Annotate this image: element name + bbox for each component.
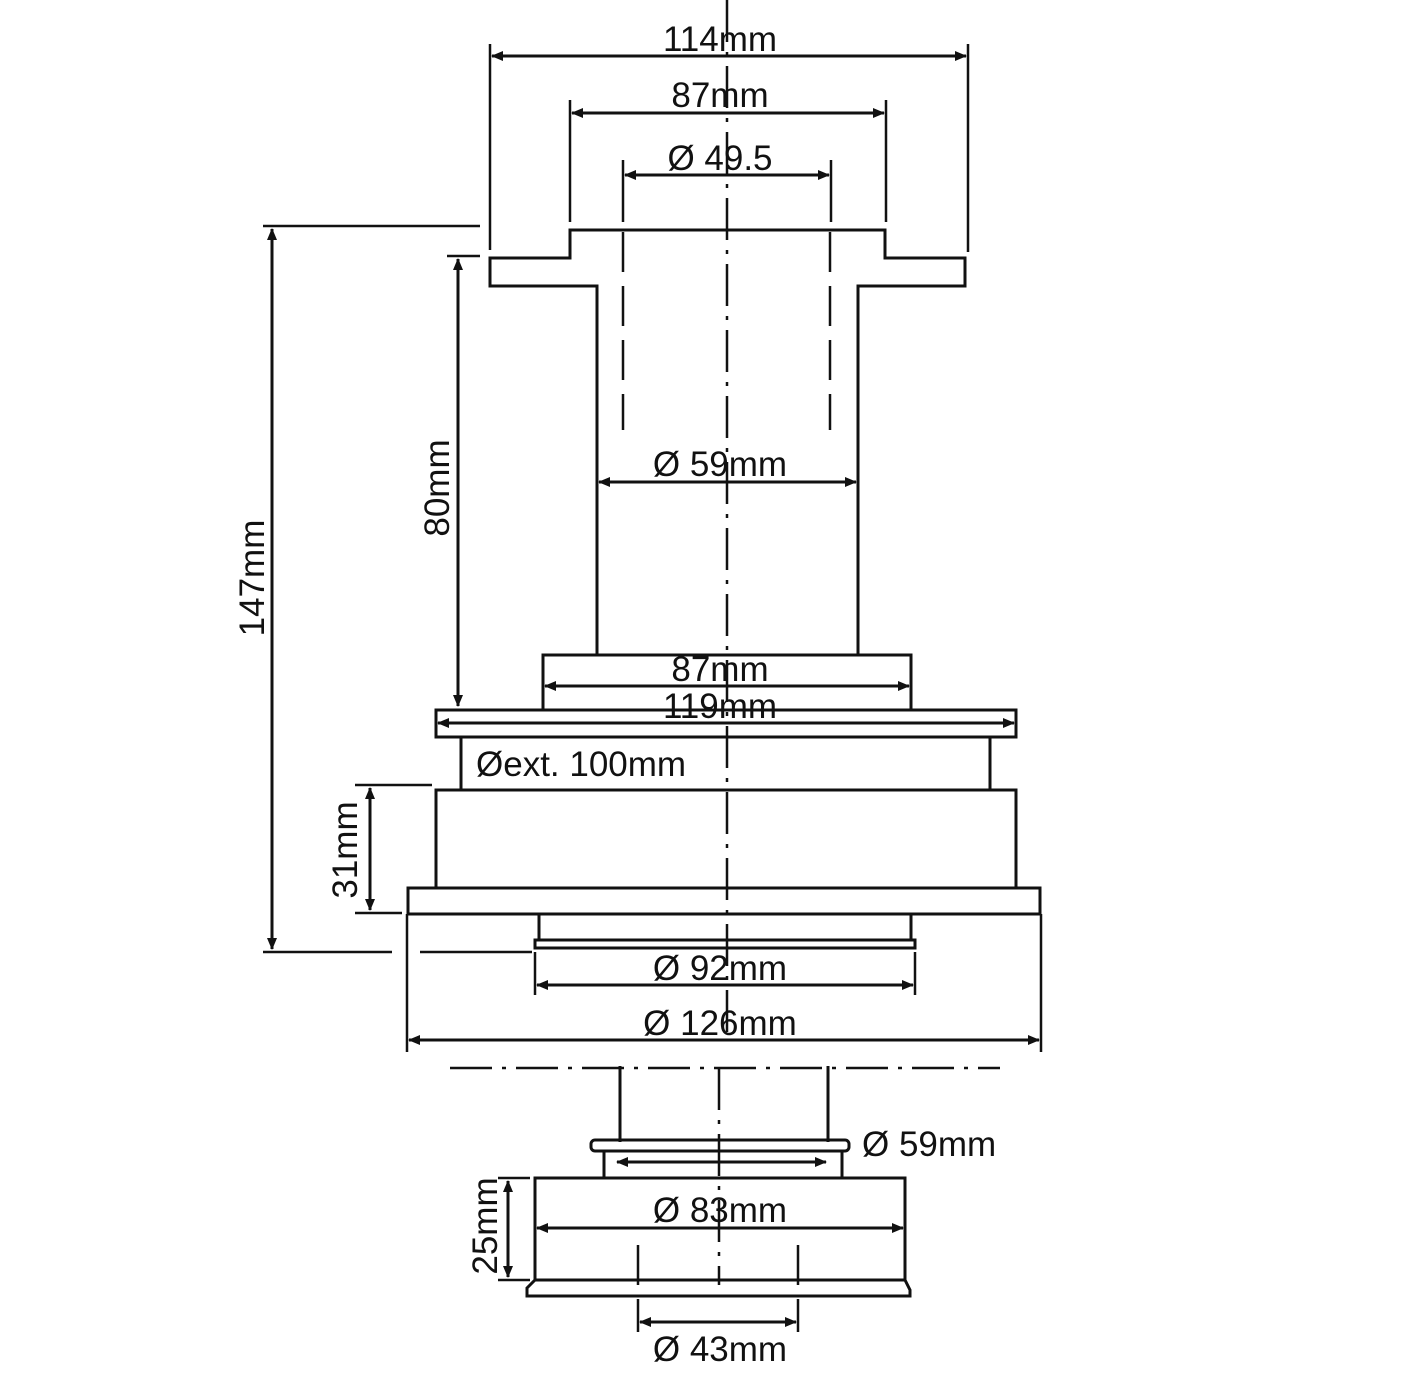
dimension-labels: 114mm 87mm Ø 49.5 Ø 59mm 80mm 147mm 87mm… <box>233 20 996 1369</box>
lower-body <box>525 1066 912 1300</box>
label-top-bore: Ø 49.5 <box>667 139 772 178</box>
label-tube-diameter: Ø 59mm <box>653 445 787 484</box>
label-top-width: 114mm <box>663 20 777 59</box>
label-base-diameter: Ø 126mm <box>643 1004 797 1043</box>
label-flange-width: 119mm <box>663 687 777 726</box>
label-cap-bore: Ø 43mm <box>653 1330 787 1369</box>
dimension-lines <box>267 51 1040 1327</box>
label-outer-diameter: Øext. 100mm <box>476 745 686 784</box>
label-lower-diameter: Ø 92mm <box>653 949 787 988</box>
label-outlet-diameter: Ø 59mm <box>862 1125 996 1164</box>
label-total-height: 147mm <box>233 520 272 637</box>
label-body-height: 31mm <box>326 801 365 898</box>
upper-body <box>488 228 967 657</box>
extension-lines <box>263 44 1043 1332</box>
label-tube-height: 80mm <box>418 439 457 536</box>
label-cap-diameter: Ø 83mm <box>653 1191 787 1230</box>
label-mid-width: 87mm <box>671 650 768 689</box>
label-cap-height: 25mm <box>466 1177 505 1274</box>
middle-body <box>406 653 1042 950</box>
label-top-inner-width: 87mm <box>671 76 768 115</box>
